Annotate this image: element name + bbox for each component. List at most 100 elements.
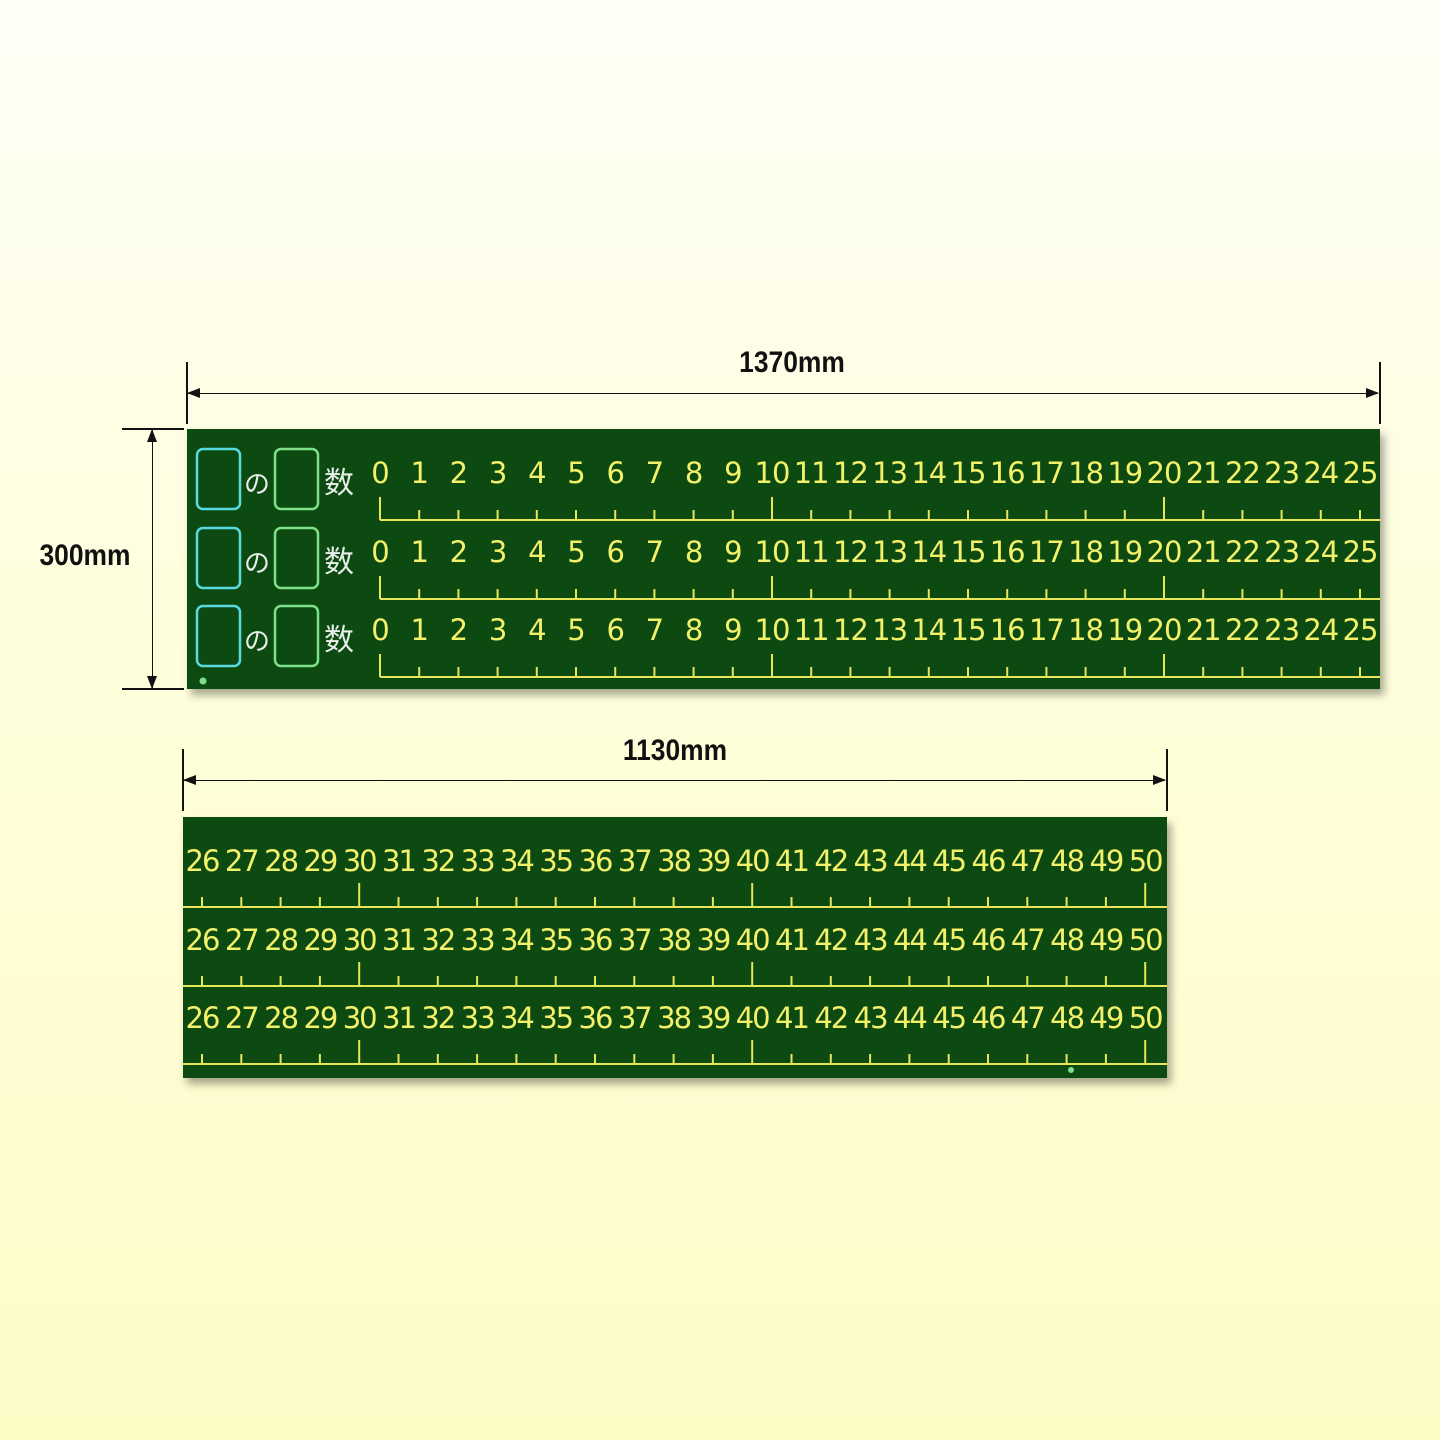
number-label: 38: [657, 844, 690, 878]
number-label: 46: [972, 923, 1005, 957]
number-label: 4: [528, 535, 545, 569]
number-label: 2: [450, 535, 467, 569]
number-label: 6: [606, 613, 623, 647]
number-label: 41: [775, 844, 808, 878]
number-label: 35: [539, 1001, 572, 1035]
number-label: 29: [303, 923, 336, 957]
number-label: 40: [736, 923, 769, 957]
logo-mark: [199, 677, 207, 685]
number-label: 25: [1343, 535, 1378, 569]
number-label: 27: [225, 844, 258, 878]
number-label: 25: [1343, 456, 1378, 490]
top-width-extension-right: [1379, 362, 1381, 424]
number-label: 0: [371, 535, 388, 569]
number-label: 7: [646, 613, 663, 647]
number-label: 20: [1147, 456, 1182, 490]
number-label: 46: [972, 1001, 1005, 1035]
number-label: 22: [1225, 613, 1260, 647]
number-label: 13: [872, 613, 907, 647]
number-label: 22: [1225, 535, 1260, 569]
number-label: 16: [990, 456, 1025, 490]
number-label: 12: [833, 613, 868, 647]
number-label: 47: [1011, 1001, 1044, 1035]
number-label: 49: [1089, 844, 1122, 878]
number-label: 3: [489, 535, 506, 569]
number-label: 26: [186, 923, 219, 957]
number-label: 33: [461, 844, 494, 878]
number-label: 40: [736, 844, 769, 878]
number-label: 43: [854, 923, 887, 957]
height-arrow: [147, 429, 157, 689]
number-label: 2: [450, 613, 467, 647]
number-label: 17: [1029, 456, 1064, 490]
number-label: 39: [696, 1001, 729, 1035]
number-label: 35: [539, 923, 572, 957]
number-label: 21: [1186, 535, 1221, 569]
number-label: 24: [1303, 456, 1338, 490]
number-label: 21: [1186, 456, 1221, 490]
number-label: 45: [932, 844, 965, 878]
number-label: 48: [1050, 844, 1083, 878]
number-label: 9: [724, 613, 741, 647]
number-label: 2: [450, 456, 467, 490]
top-width-label: 1370mm: [739, 346, 845, 379]
number-label: 16: [990, 613, 1025, 647]
number-label: 9: [724, 456, 741, 490]
number-label: 8: [685, 613, 702, 647]
number-label: 31: [382, 1001, 415, 1035]
top-width-extension-left: [186, 362, 188, 424]
number-label: 38: [657, 1001, 690, 1035]
number-label: 15: [951, 456, 986, 490]
number-label: 34: [500, 1001, 533, 1035]
number-label: 49: [1089, 923, 1122, 957]
number-label: 3: [489, 613, 506, 647]
number-label: 34: [500, 923, 533, 957]
number-label: 26: [186, 1001, 219, 1035]
number-label: 4: [528, 456, 545, 490]
number-label: 10: [755, 456, 790, 490]
number-label: 12: [833, 535, 868, 569]
bottom-width-label: 1130mm: [622, 734, 728, 767]
number-label: 1: [410, 613, 427, 647]
number-label: 30: [343, 923, 376, 957]
number-label: 7: [646, 535, 663, 569]
number-label: 11: [794, 613, 829, 647]
number-label: 31: [382, 923, 415, 957]
number-label: 21: [1186, 613, 1221, 647]
logo-mark: [1068, 1067, 1074, 1073]
number-label: 7: [646, 456, 663, 490]
connector-text: の: [244, 627, 270, 657]
number-label: 14: [911, 613, 946, 647]
height-extension-top: [122, 428, 184, 430]
number-label: 41: [775, 923, 808, 957]
number-label: 29: [303, 1001, 336, 1035]
suffix-text: 数: [324, 623, 354, 658]
number-label: 3: [489, 456, 506, 490]
number-label: 36: [579, 1001, 612, 1035]
number-label: 17: [1029, 535, 1064, 569]
number-label: 0: [371, 456, 388, 490]
number-label: 33: [461, 1001, 494, 1035]
number-label: 24: [1303, 535, 1338, 569]
number-label: 35: [539, 844, 572, 878]
number-label: 5: [567, 535, 584, 569]
number-label: 37: [618, 923, 651, 957]
number-label: 8: [685, 535, 702, 569]
number-label: 37: [618, 844, 651, 878]
number-label: 43: [854, 1001, 887, 1035]
number-label: 44: [893, 923, 926, 957]
connector-text: の: [244, 470, 270, 500]
number-label: 23: [1264, 456, 1299, 490]
number-label: 4: [528, 613, 545, 647]
number-label: 15: [951, 613, 986, 647]
height-label: 300mm: [39, 539, 131, 572]
number-label: 24: [1303, 613, 1338, 647]
number-label: 10: [755, 613, 790, 647]
number-label: 18: [1068, 613, 1103, 647]
number-label: 46: [972, 844, 1005, 878]
number-label: 16: [990, 535, 1025, 569]
number-label: 18: [1068, 456, 1103, 490]
